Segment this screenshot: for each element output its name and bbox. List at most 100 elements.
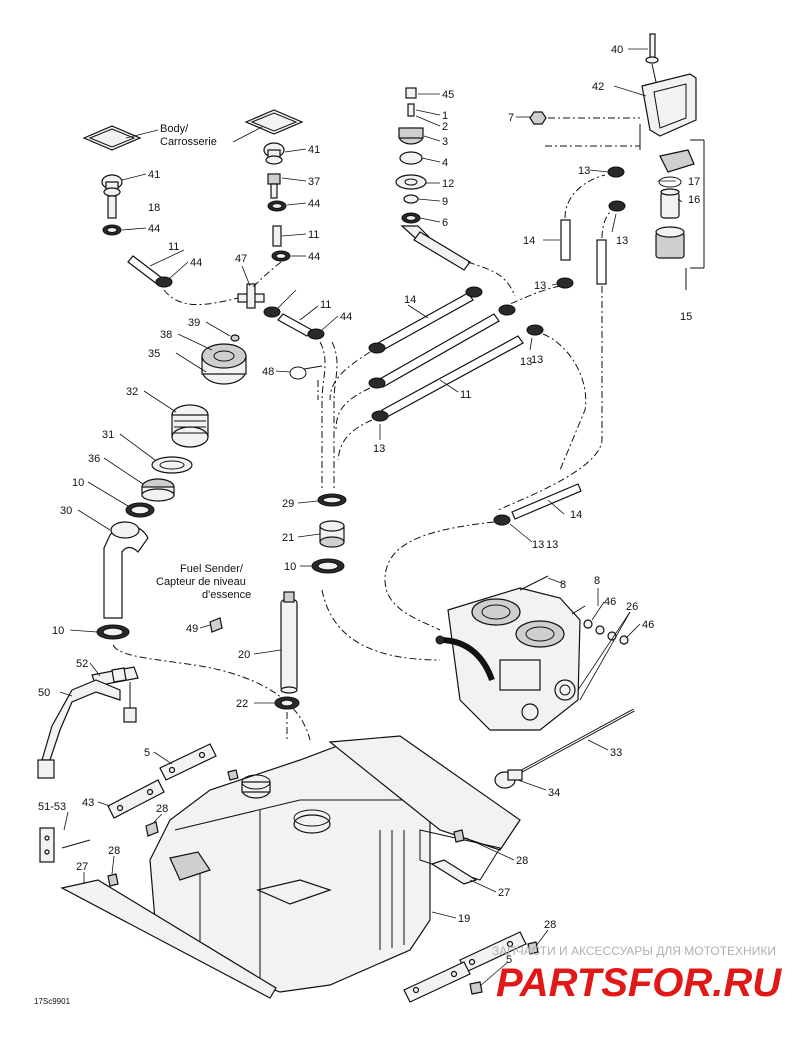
plug-39	[230, 334, 240, 342]
drawing-code: 17Sc9901	[34, 997, 71, 1006]
callout-29: 29	[282, 498, 294, 510]
callout-2: 2	[442, 121, 448, 133]
callout-6: 6	[442, 217, 448, 229]
callout-13-b: 13	[616, 235, 628, 247]
callout-22: 22	[236, 698, 248, 710]
connector-49	[209, 617, 223, 633]
callout-34: 34	[548, 787, 560, 799]
callout-14-a: 14	[523, 235, 535, 247]
grommet-left	[101, 174, 123, 236]
callout-15: 15	[680, 311, 692, 323]
choke-knob-34	[494, 769, 523, 789]
fuel-valve-stack	[395, 87, 471, 271]
callout-14-c: 14	[570, 509, 582, 521]
gasket-22	[274, 696, 300, 710]
callout-26: 26	[626, 601, 638, 613]
grommet-right	[263, 142, 291, 262]
clamp-10-bottom	[96, 624, 130, 640]
hose-14-lower	[493, 483, 582, 526]
callout-48: 48	[262, 366, 274, 378]
plate-43	[107, 779, 165, 819]
hose-second	[368, 304, 516, 389]
callout-9: 9	[442, 196, 448, 208]
callout-43: 43	[82, 797, 94, 809]
callout-33: 33	[610, 747, 622, 759]
callout-11-b: 11	[308, 229, 319, 241]
callout-31: 31	[102, 429, 114, 441]
callout-44-d: 44	[190, 257, 202, 269]
callout-13-g: 13	[520, 356, 532, 368]
filler-cap-35	[201, 343, 247, 385]
callout-13-a: 13	[578, 165, 590, 177]
vent-hose-left	[127, 255, 173, 288]
callout-37: 37	[308, 176, 320, 188]
clip-48	[289, 365, 323, 380]
callout-45: 45	[442, 89, 454, 101]
clamp-10-top	[125, 502, 155, 518]
callout-41-left: 41	[148, 169, 160, 181]
vent-hose-mid	[263, 306, 325, 340]
callout-13-f: 13	[532, 539, 544, 551]
callout-50: 50	[38, 687, 50, 699]
bracket-42	[641, 73, 697, 137]
callout-10-c: 10	[52, 625, 64, 637]
callout-10-b: 10	[284, 561, 296, 573]
callout-44-b: 44	[148, 223, 160, 235]
fuel-sender-20	[280, 591, 298, 694]
callout-41-right: 41	[308, 144, 320, 156]
callout-20: 20	[238, 649, 250, 661]
fuel-tank	[149, 744, 431, 993]
screw-28-left	[145, 821, 159, 837]
callout-8-b: 8	[594, 575, 600, 587]
callout-21: 21	[282, 532, 294, 544]
filler-neck-32	[171, 404, 209, 448]
callout-14-b: 14	[404, 294, 416, 306]
callout-42: 42	[592, 81, 604, 93]
fuel-sender-label-3: d'essence	[202, 589, 251, 601]
callout-13-c: 13	[534, 280, 546, 292]
hose-14-middle	[368, 286, 483, 354]
plate-5-lower	[403, 961, 471, 1003]
callout-1: 1	[442, 110, 448, 122]
callout-49: 49	[186, 623, 198, 635]
leader-lines	[59, 48, 683, 987]
callouts: 40 42 7 45 1 2 3 4 12 9 6 41 37 44 41 18…	[38, 44, 700, 966]
callout-28-c: 28	[516, 855, 528, 867]
callout-28-b: 28	[108, 845, 120, 857]
callout-44-a: 44	[308, 198, 320, 210]
hose-11-lower	[371, 324, 544, 422]
clamp-10-sender	[311, 558, 345, 574]
plate-5-upper	[159, 743, 217, 781]
callout-47: 47	[235, 253, 247, 265]
watermark-brand: PARTSFOR.RU	[496, 961, 782, 1005]
choke-cable-33	[519, 708, 635, 774]
callout-3: 3	[442, 136, 448, 148]
callout-52: 52	[76, 658, 88, 670]
callout-11-a: 11	[168, 241, 179, 253]
callout-11-d: 11	[460, 389, 471, 401]
callout-8-a: 8	[560, 579, 566, 591]
callout-16: 16	[688, 194, 700, 206]
fittings-46	[571, 605, 629, 645]
screw-bottom	[469, 981, 483, 995]
callout-7: 7	[508, 112, 514, 124]
callout-12: 12	[442, 178, 454, 190]
strap-50	[37, 679, 137, 779]
callout-18: 18	[148, 202, 160, 214]
grommet-21	[319, 520, 345, 548]
screw-28-right	[453, 829, 465, 843]
callout-51-53: 51-53	[38, 801, 66, 813]
carrosserie-label: Carrosserie	[160, 136, 217, 148]
callout-46-b: 46	[642, 619, 654, 631]
callout-27-b: 27	[498, 887, 510, 899]
nut-7	[529, 111, 547, 125]
callout-10-a: 10	[72, 477, 84, 489]
callout-5-b: 5	[506, 954, 512, 966]
callout-13-e: 13	[373, 443, 385, 455]
filler-hose-30	[103, 521, 149, 619]
callout-5-a: 5	[144, 747, 150, 759]
callout-11-c: 11	[320, 299, 331, 311]
callout-39: 39	[188, 317, 200, 329]
